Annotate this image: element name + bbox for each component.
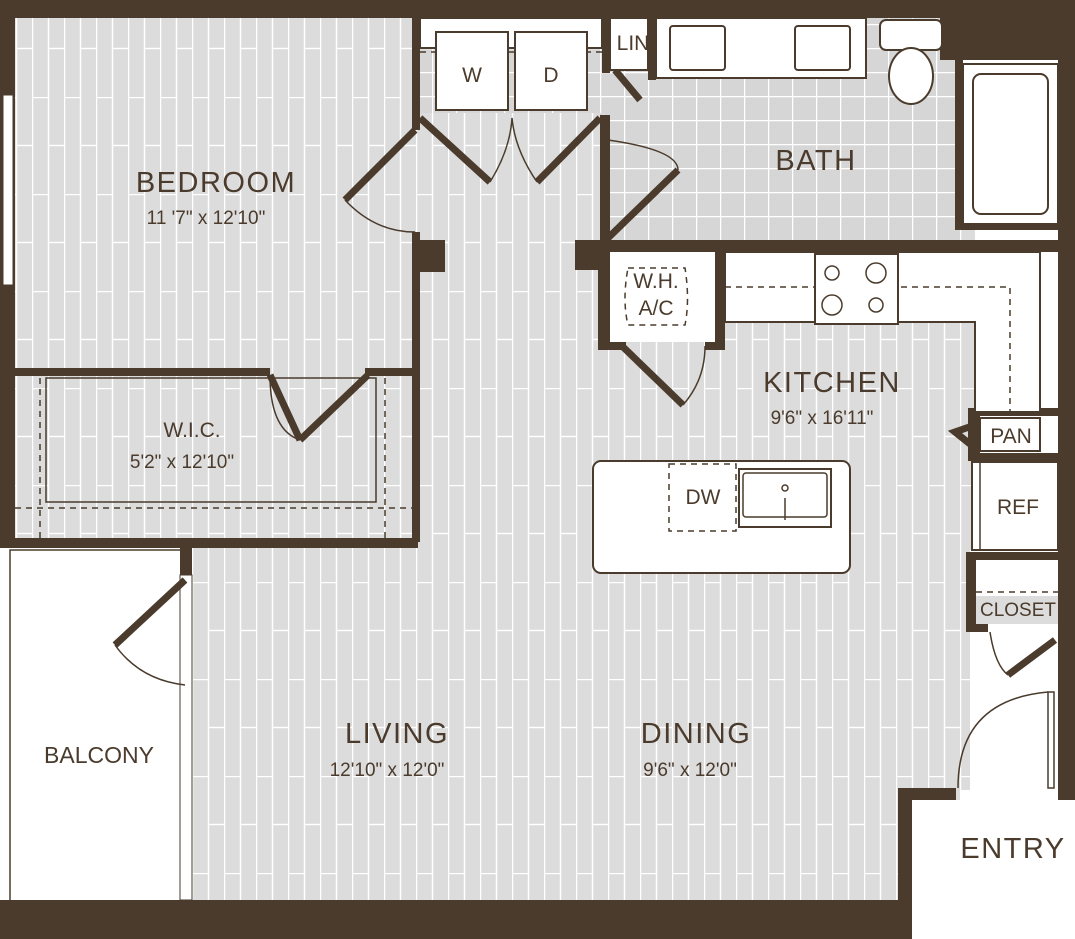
balcony-sliding-door [179, 574, 193, 901]
ac-label: A/C [638, 297, 673, 320]
kitchen-dims: 9'6" x 16'11" [771, 408, 874, 429]
water-heater-label: W.H. [633, 270, 679, 293]
wic-label: W.I.C. [163, 419, 220, 442]
dining-label: DINING [641, 718, 752, 750]
bath-fixtures [655, 17, 1059, 225]
wic-shelf-rail [45, 377, 377, 503]
living-label: LIVING [345, 718, 449, 750]
entry-area [912, 800, 1075, 939]
doors [112, 67, 1058, 789]
bedroom-window [2, 94, 14, 286]
living-dims: 12'10" x 12'0" [330, 760, 445, 781]
pantry-label: PAN [990, 425, 1032, 448]
dryer-label: D [543, 64, 558, 87]
dishwasher-label: DW [686, 486, 721, 509]
entry-label: ENTRY [960, 833, 1065, 865]
dining-dims: 9'6" x 12'0" [643, 760, 737, 781]
balcony-label: BALCONY [44, 742, 154, 768]
wic-dims: 5'2" x 12'10" [130, 452, 234, 473]
closet-label: CLOSET [980, 600, 1056, 621]
linen-closet [609, 17, 649, 71]
laundry: W D [419, 17, 603, 111]
bath-label: BATH [775, 145, 856, 177]
washer-label: W [462, 64, 482, 87]
kitchen-label: KITCHEN [763, 367, 901, 399]
bedroom-dims: 11 '7" x 12'10" [147, 208, 266, 229]
linen-label: LIN [617, 32, 650, 55]
refrigerator-label: REF [997, 496, 1039, 519]
balcony-area [9, 549, 191, 903]
kitchen-fixtures [592, 251, 1059, 624]
bedroom-label: BEDROOM [136, 167, 296, 199]
bedroom-floor [15, 15, 415, 540]
wic-shelf [15, 378, 412, 538]
